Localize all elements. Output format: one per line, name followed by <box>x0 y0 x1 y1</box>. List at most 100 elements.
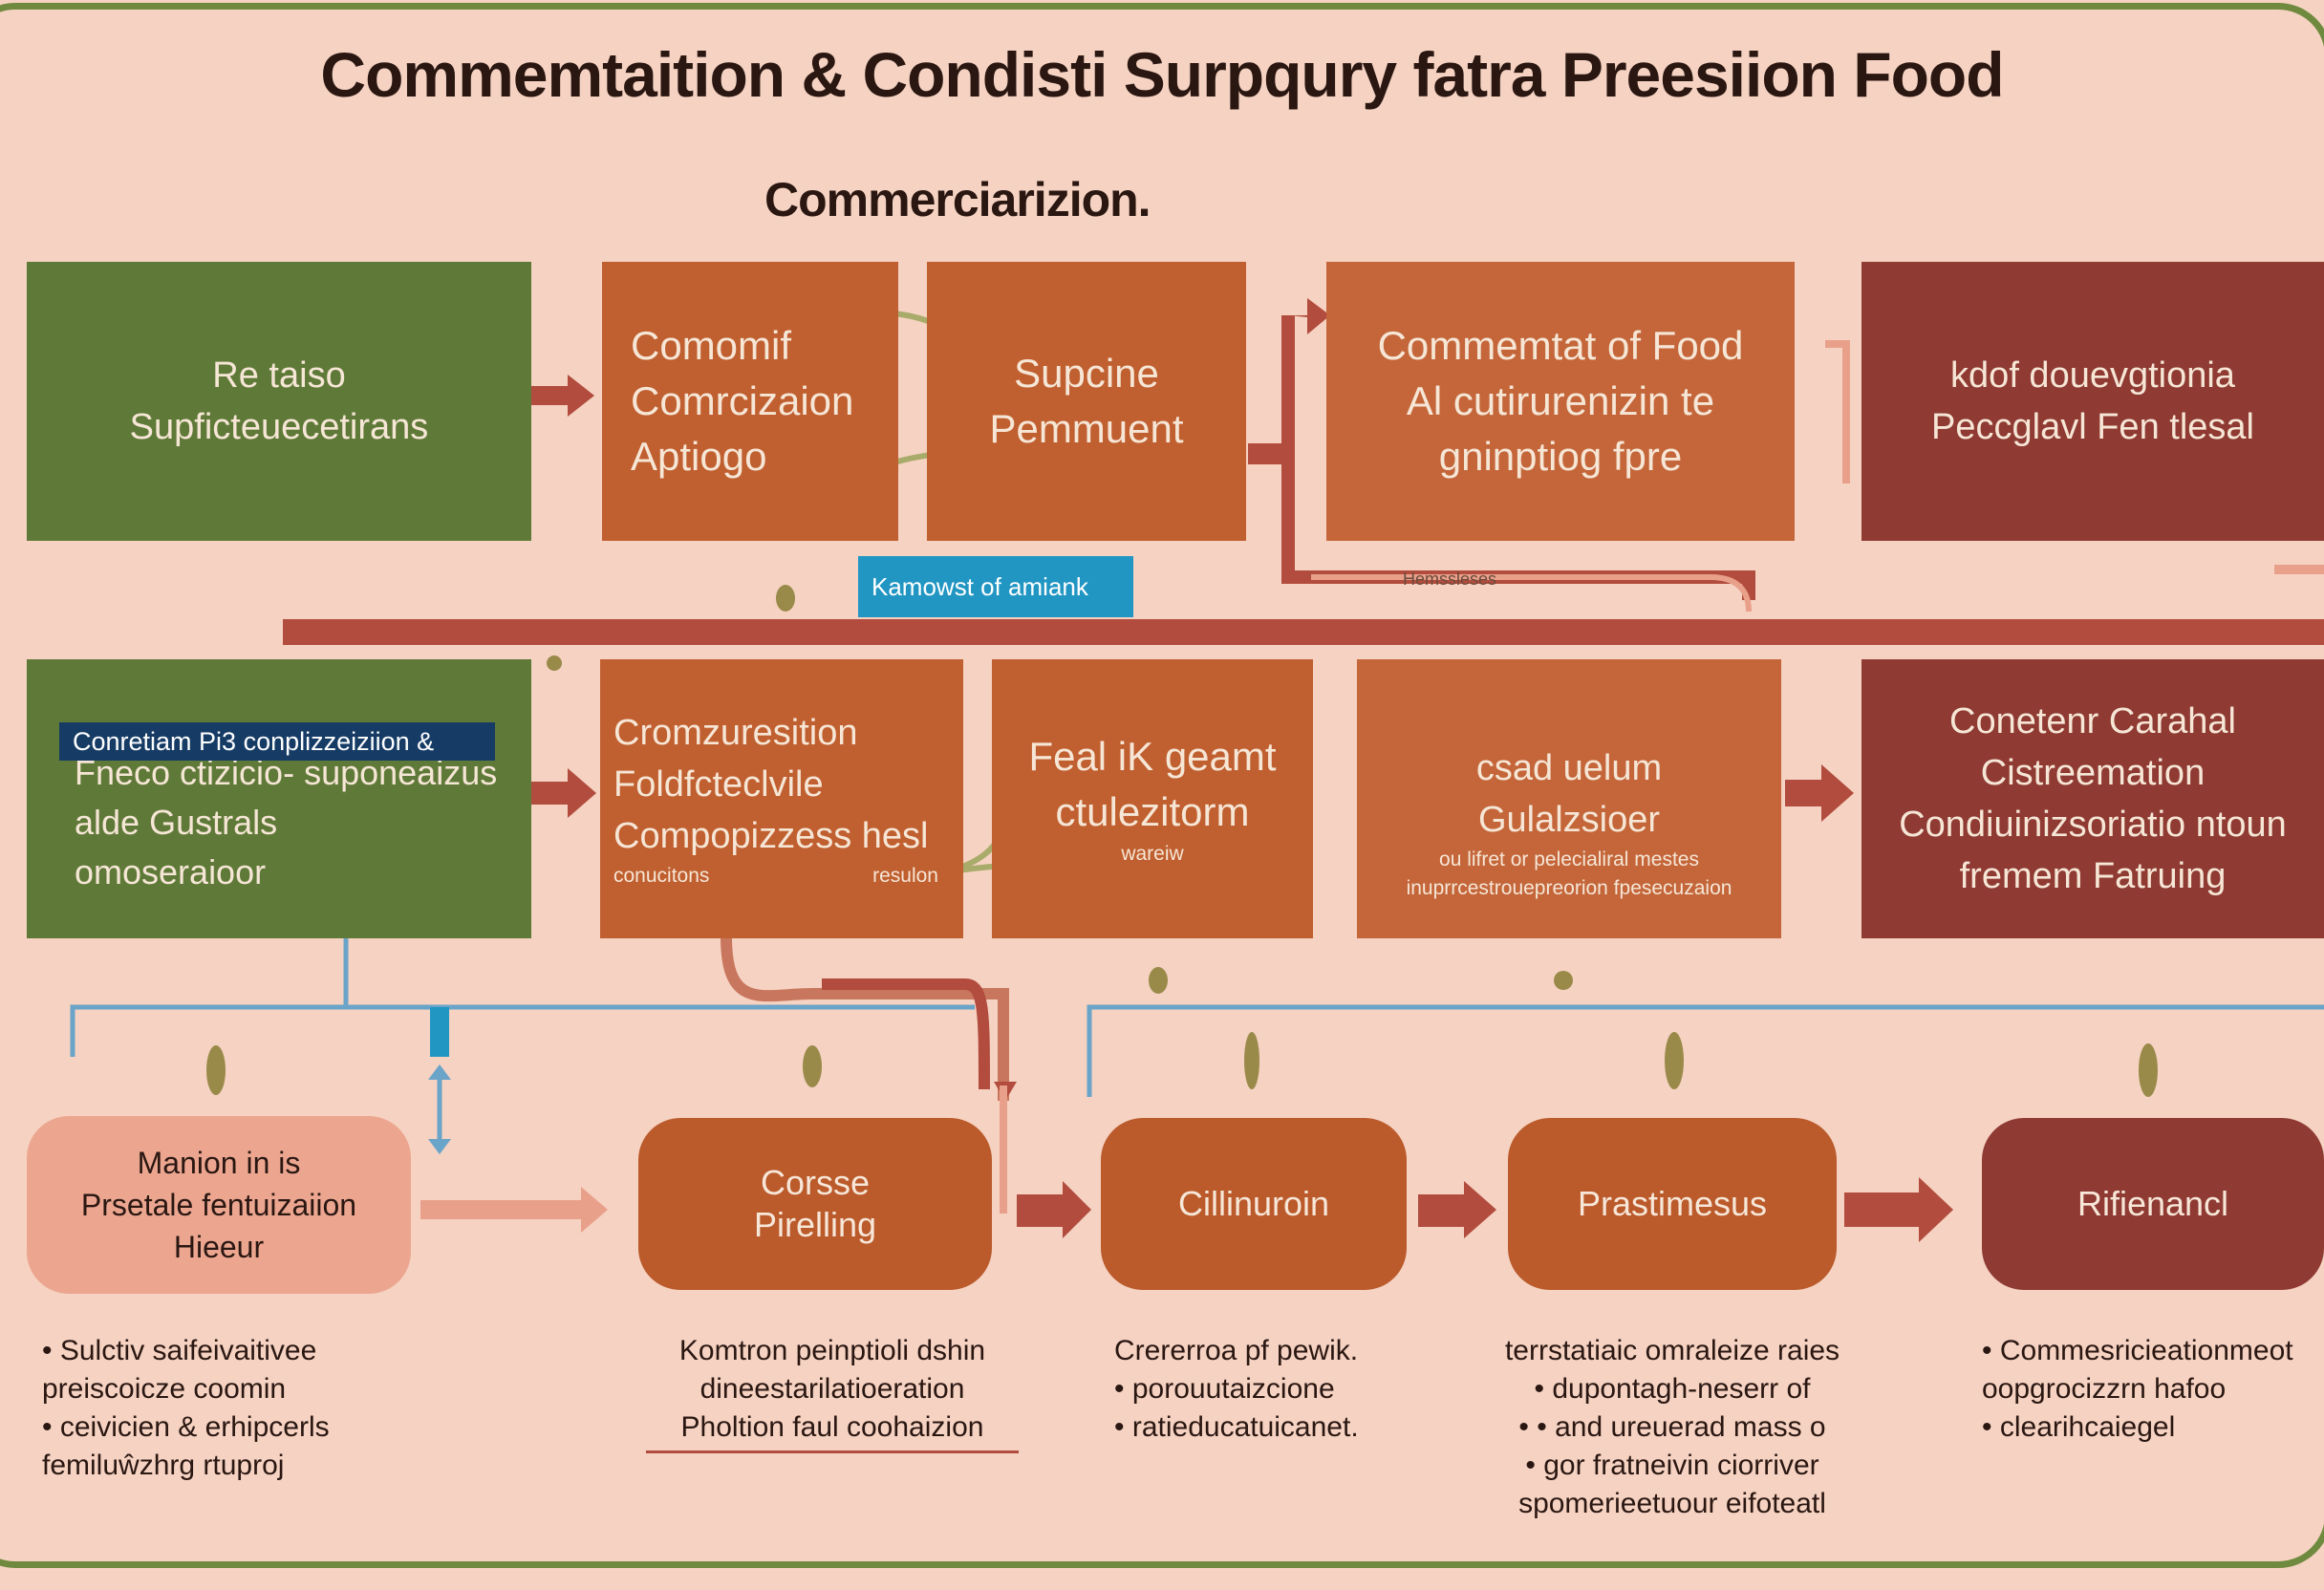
page-title: Commemtaition & Condisti Surpqury fatra … <box>320 39 2004 110</box>
stage-3-line-1: Cillinuroin <box>1177 1184 1330 1223</box>
notes-4-line-3: • • and ureuerad mass o <box>1518 1411 1826 1443</box>
blue-marker <box>430 1007 449 1057</box>
notes-1: • Sulctiv saifeivaitivee preiscoicze coo… <box>42 1332 330 1485</box>
stage-4[interactable]: Prastimesus <box>1508 1118 1837 1290</box>
notes-5: • Commesricieationmeot oopgrocizzrn hafo… <box>1982 1332 2293 1447</box>
curve-connector-2 <box>822 978 990 1090</box>
arrow-row2-1 <box>531 768 596 818</box>
row2-box-3-line-2: ctulezitorm <box>1055 789 1250 834</box>
row1-box-2-line-2: Comrcizaion <box>631 378 854 423</box>
row2-box-5-line-3: Condiuinizsoriatio ntoun <box>1899 805 2287 845</box>
stage-1-line-2: Prsetale fentuizaiion <box>80 1188 357 1222</box>
row2-box-4[interactable]: csad uelum Gulalzsioer ou lifret or pele… <box>1357 659 1781 938</box>
connector-pink <box>1825 340 1850 483</box>
stage-3[interactable]: Cillinuroin <box>1101 1118 1407 1290</box>
stage-1-line-3: Hieeur <box>173 1230 265 1264</box>
row2-box-5[interactable]: Conetenr Carahal Cistreemation Condiuini… <box>1861 659 2324 938</box>
row2-box-2-line-2: Foldfcteclvile <box>613 764 824 805</box>
row2-box-3-small-1: wareiw <box>1121 843 1184 865</box>
notes-3-line-3: • ratieducatuicanet. <box>1114 1411 1359 1443</box>
row2-box-4-small-1: ou lifret or pelecialiral mestes <box>1439 849 1699 870</box>
notes-2-line-1: Komtron peinptioli dshin <box>678 1335 986 1366</box>
row2-box-4-line-1: csad uelum <box>1475 748 1663 788</box>
stage-5[interactable]: Rifienancl <box>1982 1118 2324 1290</box>
arrow-row1-1 <box>531 375 594 417</box>
arrow-stage-2 <box>1017 1181 1091 1238</box>
notes-5-line-1: • Commesricieationmeot <box>1982 1335 2293 1366</box>
row1-box-3[interactable]: Supcine Pemmuent <box>927 262 1246 541</box>
row2-box-4-line-2: Gulalzsioer <box>1477 800 1661 840</box>
notes-4-line-5: spomerieetuour eifoteatl <box>1518 1488 1826 1519</box>
row2-box-3-line-1: Feal iK geamt <box>1028 734 1277 779</box>
notes-5-line-3: • clearihcaiegel <box>1982 1411 2176 1443</box>
leaf-decorations <box>206 585 2158 1097</box>
notes-1-line-1: • Sulctiv saifeivaitivee <box>42 1335 317 1366</box>
row2-box-1-badge: Conretiam Pi3 conplizzeiziion & <box>59 722 495 761</box>
notes-2-line-3: Pholtion faul coohaizion <box>646 1408 1019 1453</box>
arrow-row1-3 <box>1248 443 1290 464</box>
row1-box-1-line-2: Supficteuecetirans <box>129 407 429 447</box>
row1-box-4-line-2: Al cutirurenizin te <box>1406 378 1715 423</box>
notes-1-line-2: preiscoicze coomin <box>42 1373 287 1405</box>
curve-connector-1 <box>721 935 1009 1101</box>
row2-box-5-line-4: fremem Fatruing <box>1959 856 2227 896</box>
row1-box-4-line-1: Commemtat of Food <box>1377 323 1744 368</box>
blue-line-right <box>1087 1004 2324 1097</box>
row1-box-3-line-1: Supcine <box>1014 351 1159 396</box>
row1-box-5-line-2: Peccglavl Fen tlesal <box>1931 407 2254 447</box>
row2-box-5-line-2: Cistreemation <box>1980 753 2206 793</box>
mid-badge[interactable]: Kamowst of amiank <box>858 556 1133 617</box>
blue-line-left <box>70 1004 975 1057</box>
row2-box-1[interactable]: Fneco ctizicio- suponeaizus alde Gustral… <box>27 659 531 938</box>
row1-box-5-line-1: kdof douevgtionia <box>1950 355 2235 396</box>
row2-box-2-small-1: conucitons <box>613 865 710 887</box>
row1-box-4[interactable]: Commemtat of Food Al cutirurenizin te gn… <box>1326 262 1795 541</box>
stage-5-line-1: Rifienancl <box>2077 1184 2229 1223</box>
stage-2-line-1: Corsse <box>760 1163 871 1202</box>
row2-box-3[interactable]: Feal iK geamt ctulezitorm wareiw <box>992 659 1313 938</box>
row1-box-1[interactable]: Re taiso Supficteuecetirans <box>27 262 531 541</box>
stage-1-line-1: Manion in is <box>137 1146 301 1180</box>
row1-box-2-line-3: Aptiogo <box>631 434 767 479</box>
row2-box-2-small-2: resulon <box>872 865 938 887</box>
page-frame <box>0 3 2324 1568</box>
arrow-stage-1 <box>420 1187 608 1233</box>
stage-1[interactable]: Manion in is Prsetale fentuizaiion Hieeu… <box>27 1116 411 1294</box>
connector-pink-2 <box>1311 574 1752 612</box>
mid-label: Hemssleses <box>1403 569 1497 589</box>
divider-band <box>283 619 2324 645</box>
stage-4-line-1: Prastimesus <box>1577 1184 1768 1223</box>
row2-box-1-line-3: omoseraioor <box>75 852 267 892</box>
section-subtitle: Commerciarizion. <box>764 173 1151 226</box>
row2-box-2[interactable]: Cromzuresition Foldfcteclvile Compopizze… <box>600 659 963 938</box>
row2-box-5-line-1: Conetenr Carahal <box>1949 701 2236 741</box>
notes-3-line-1: Crererroa pf pewik. <box>1114 1335 1359 1366</box>
notes-3-line-2: • porouutaizcione <box>1114 1373 1335 1405</box>
notes-4-line-2: • dupontagh-neserr of <box>1534 1373 1811 1405</box>
notes-2-line-2: dineestarilatioeration <box>699 1373 965 1405</box>
arrow-stage-4 <box>1844 1177 1953 1242</box>
row1-box-2[interactable]: Comomif Comrcizaion Aptiogo <box>602 262 898 541</box>
arrow-row2-4 <box>1785 764 1854 822</box>
loop-arrowhead <box>1288 298 1330 334</box>
stage-2-line-2: Pirelling <box>753 1205 877 1244</box>
row2-box-2-line-1: Cromzuresition <box>613 713 858 753</box>
notes-1-line-3: • ceivicien & erhipcerls <box>42 1411 330 1443</box>
notes-5-line-2: oopgrocizzrn hafoo <box>1982 1373 2227 1405</box>
notes-1-line-4: femiluŵzhrg rtuproj <box>42 1450 285 1481</box>
row1-box-4-line-3: gninptiog fpre <box>1438 434 1683 479</box>
notes-3: Crererroa pf pewik. • porouutaizcione • … <box>1114 1332 1359 1447</box>
notes-4-line-1: terrstatiaic omraleize raies <box>1504 1335 1840 1366</box>
row1-box-1-line-1: Re taiso <box>212 355 346 396</box>
notes-4: terrstatiaic omraleize raies • dupontagh… <box>1472 1332 1873 1523</box>
notes-4-line-4: • gor fratneivin ciorriver <box>1525 1450 1819 1481</box>
row1-box-2-line-1: Comomif <box>631 323 792 368</box>
notes-2: Komtron peinptioli dshin dineestarilatio… <box>646 1332 1019 1453</box>
row2-box-1-line-2: alde Gustrals <box>75 803 278 842</box>
row2-box-4-small-2: inuprrcestrouepreorion fpesecuzaion <box>1406 877 1732 899</box>
row1-box-5[interactable]: kdof douevgtionia Peccglavl Fen tlesal <box>1861 262 2324 541</box>
arrow-stage-3 <box>1418 1181 1496 1238</box>
row2-box-2-line-3: Compopizzess hesl <box>613 816 929 856</box>
stage-2[interactable]: Corsse Pirelling <box>638 1118 992 1290</box>
